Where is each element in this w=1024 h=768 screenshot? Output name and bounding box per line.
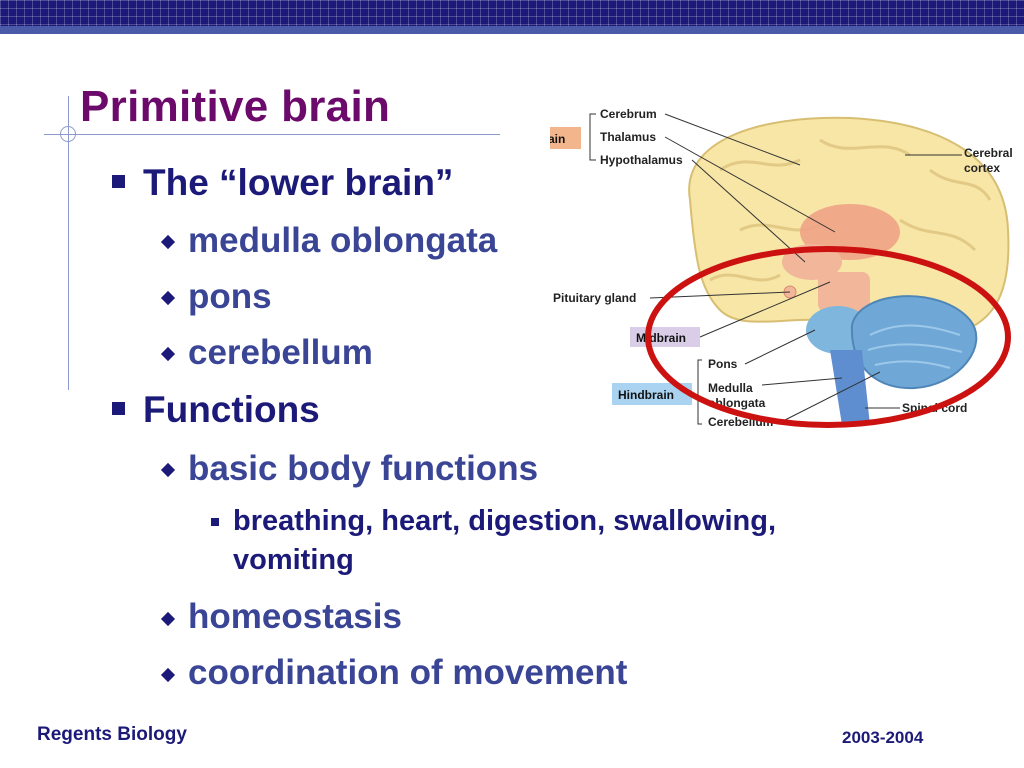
bullet-medulla: medulla oblongata [188,221,498,260]
midbrain-label: Midbrain [636,331,686,345]
label-pons: Pons [708,357,738,371]
square-bullet-icon [112,402,125,415]
bullet-functions: Functions [143,389,320,430]
diamond-bullet-icon [160,667,176,683]
brain-diagram: Forebrain Midbrain Hindbrain Cerebrum Th… [550,107,1013,429]
bullet-pons: pons [188,277,272,316]
bullet-lower-brain: The “lower brain” [143,162,454,203]
highlight-circle [645,246,1011,428]
header-bar [0,0,1024,26]
slide-title: Primitive brain [80,82,391,131]
diamond-bullet-icon [160,611,176,627]
forebrain-tag [550,127,581,149]
hindbrain-tag [612,383,692,405]
horizontal-guide-line [44,134,500,135]
bullet-breathing-line1: breathing, heart, digestion, swallowing, [233,505,776,537]
vertical-guide-line [68,96,69,390]
label-hypothalamus: Hypothalamus [600,153,683,167]
bullet-homeostasis: homeostasis [188,597,402,636]
header-stripe [0,26,1024,34]
square-bullet-icon [112,175,125,188]
footer-course: Regents Biology [37,724,187,745]
label-cortex: cortex [964,161,1000,175]
diamond-bullet-icon [160,290,176,306]
diamond-bullet-icon [160,234,176,250]
label-cerebrum: Cerebrum [600,107,657,121]
bullet-breathing-line2: vomiting [233,544,354,576]
leader-lines [589,113,962,425]
cerebellum-shape [850,295,978,390]
midbrain-shape [818,272,870,312]
hindbrain-label: Hindbrain [618,388,674,402]
cerebellum-folds [867,324,963,369]
diamond-bullet-icon [160,462,176,478]
small-square-bullet-icon [211,518,219,526]
footer-year: 2003-2004 [842,728,924,747]
label-medulla: Medulla [708,381,753,395]
label-pituitary: Pituitary gland [553,291,636,305]
crosshair-circle [60,126,76,142]
label-thalamus: Thalamus [600,130,656,144]
forebrain-label: Forebrain [550,132,565,146]
bullet-basic-functions: basic body functions [188,449,539,488]
gyri-lines [709,138,992,282]
bullet-coordination: coordination of movement [188,653,628,692]
diamond-bullet-icon [160,346,176,362]
label-cerebral: Cerebral [964,146,1013,160]
bullet-cerebellum: cerebellum [188,333,373,372]
